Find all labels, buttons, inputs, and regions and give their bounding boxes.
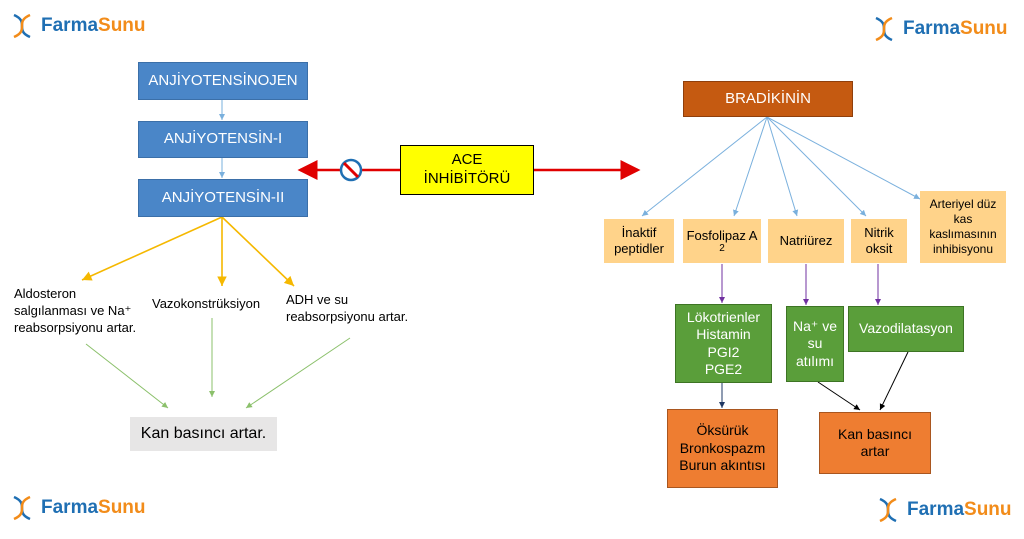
arrow-brady-to-nitric <box>766 116 867 217</box>
nitric-line-1: Nitrik <box>864 224 894 240</box>
mediator-item: Histamin <box>696 326 751 342</box>
ace-line-2: İNHİBİTÖRÜ <box>423 170 511 187</box>
dna-logo-icon <box>13 13 31 39</box>
vasodilation-box: Vazodilatasyon <box>848 306 964 352</box>
no-entry-icon <box>339 158 363 182</box>
na-excretion-box: Na⁺ ve su atılımı <box>786 306 844 382</box>
side-effect-item: Bronkospazm <box>679 439 766 456</box>
mediators-box: Lökotrienler Histamin PGI2 PGE2 <box>675 304 772 383</box>
right-result-box: Kan basıncı artar <box>819 412 931 474</box>
angiotensinogen-box: ANJİYOTENSİNOJEN <box>138 62 308 100</box>
logo-text-farma: Farma <box>903 18 961 39</box>
arrow-brady-to-arterial <box>766 116 921 200</box>
ace-inhibitor-box: ACE İNHİBİTÖRÜ <box>400 145 534 195</box>
phospholipase-subscript: 2 <box>719 243 725 255</box>
arrow-adh-to-result <box>245 337 351 409</box>
side-effects-box: Öksürük Bronkospazm Burun akıntısı <box>667 409 778 488</box>
logo-text-sunu: Sunu <box>98 497 146 518</box>
effect-aldosterone: Aldosteron salgılanması ve Na⁺ reabsorps… <box>14 286 137 335</box>
na-line-1: Na⁺ ve <box>793 317 837 334</box>
logo-text-farma: Farma <box>907 499 965 520</box>
effect-vasoconstriction: Vazokonstrüksiyon <box>152 296 261 311</box>
side-effect-item: Burun akıntısı <box>679 457 766 474</box>
left-result-box: Kan basıncı artar. <box>130 417 277 451</box>
dna-logo-icon <box>879 497 897 523</box>
na-line-2: su <box>807 335 823 352</box>
arrow-aldosterone-to-result <box>85 343 169 409</box>
phospholipase-box: Fosfolipaz A 2 <box>683 219 761 263</box>
dna-logo-icon <box>13 495 31 521</box>
logo-text-sunu: Sunu <box>964 499 1012 520</box>
mediator-item: PGI2 <box>707 343 740 360</box>
arrow-a2-to-aldosterone <box>81 216 223 281</box>
arterial-inhibition-box: Arteriyel düz kas kaslımasının inhibisyo… <box>920 191 1006 263</box>
bradykinin-box: BRADİKİNİN <box>683 81 853 117</box>
logo-top-left: FarmaSunu <box>8 12 146 40</box>
inactive-peptides-box: İnaktif peptidler <box>604 219 674 263</box>
arrow-a2-to-adh <box>221 216 295 287</box>
angiotensin-2-box: ANJİYOTENSİN-II <box>138 179 308 217</box>
logo-text-sunu: Sunu <box>960 18 1008 39</box>
logo-text-farma: Farma <box>41 15 99 36</box>
logo-bottom-left: FarmaSunu <box>8 494 146 522</box>
arrow-brady-to-inactive <box>641 116 768 217</box>
natriuresis-box: Natriürez <box>768 219 844 263</box>
arrow-vaso-to-bp <box>879 351 909 411</box>
mediator-item: PGE2 <box>704 361 743 377</box>
arrow-na-to-bp <box>817 381 861 411</box>
ace-line-1: ACE <box>451 151 483 169</box>
arrow-brady-to-phospholipase <box>733 116 768 217</box>
angiotensin-1-box: ANJİYOTENSİN-I <box>138 121 308 158</box>
side-effect-item: Öksürük <box>696 422 749 439</box>
logo-bottom-right: FarmaSunu <box>874 496 1012 524</box>
nitric-line-2: oksit <box>865 241 893 256</box>
logo-text-farma: Farma <box>41 497 99 518</box>
nitric-oxide-box: Nitrik oksit <box>851 219 907 263</box>
effect-adh: ADH ve su reabsorpsiyonu artar. <box>286 292 409 324</box>
mediator-item: Lökotrienler <box>686 308 761 325</box>
logo-text-sunu: Sunu <box>98 15 146 36</box>
arrow-brady-to-natriuresis <box>766 116 799 217</box>
dna-logo-icon <box>875 16 893 42</box>
phospholipase-label: Fosfolipaz A <box>686 227 758 243</box>
na-line-3: atılımı <box>795 352 835 369</box>
logo-top-right: FarmaSunu <box>870 15 1008 43</box>
bp-line-1: Kan basıncı <box>838 425 912 442</box>
bp-line-2: artar <box>860 443 890 459</box>
